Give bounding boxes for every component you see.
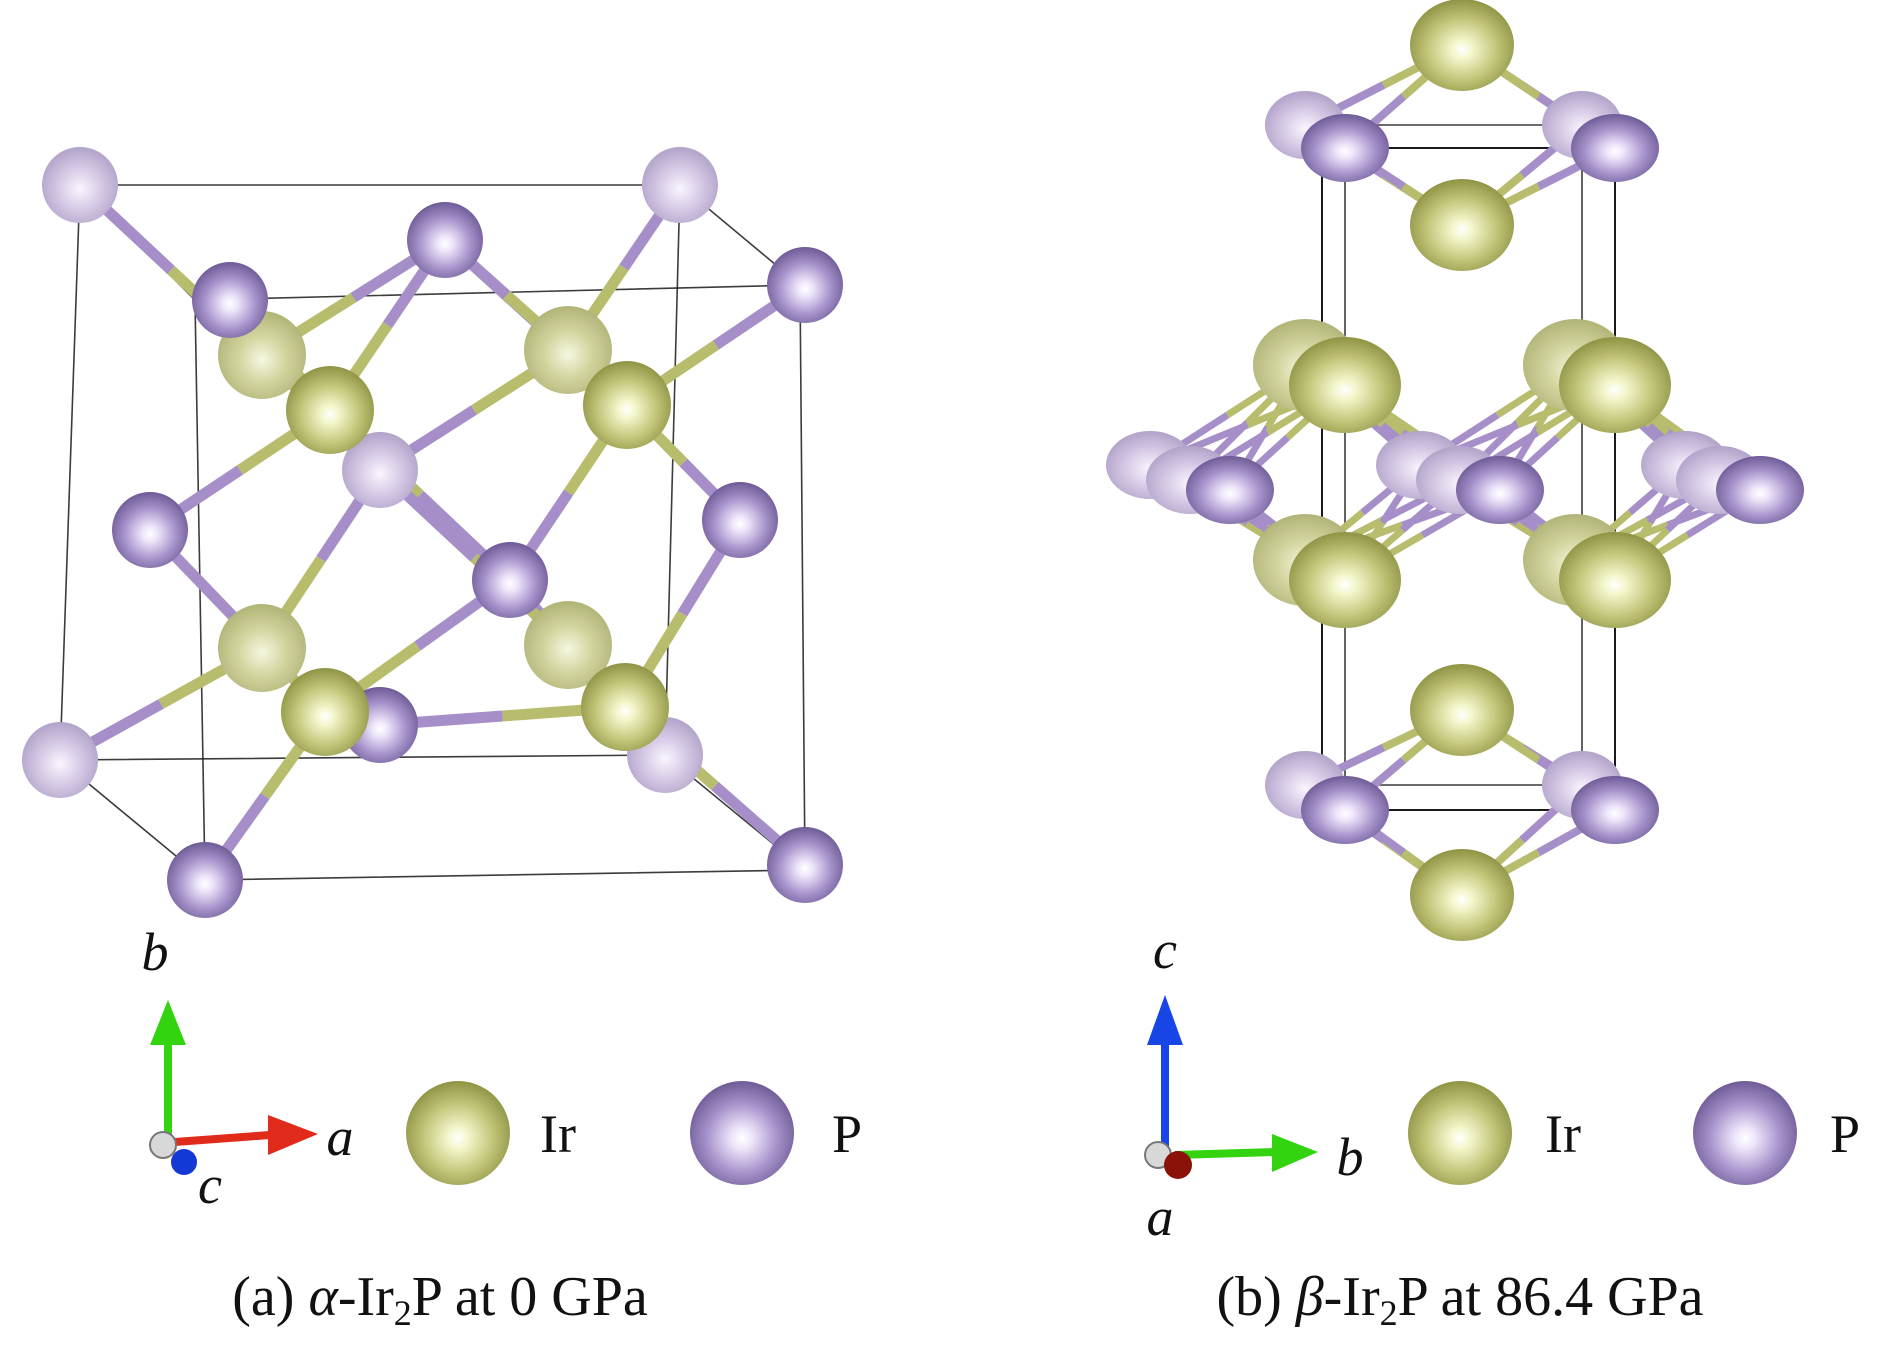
axis-right-arrowhead — [1272, 1134, 1318, 1172]
ir-atom — [583, 361, 671, 449]
legend-ir-label: Ir — [1545, 1104, 1581, 1164]
caption-element: -Ir — [1324, 1266, 1380, 1328]
p-atom — [22, 722, 98, 798]
panel-b-structure — [1106, 0, 1804, 941]
p-atom — [702, 482, 778, 558]
axis-out-dot — [171, 1149, 197, 1175]
caption-prefix: (b) — [1216, 1266, 1295, 1328]
ir-atom-icon — [406, 1081, 510, 1185]
axis-up-arrowhead — [150, 1000, 186, 1045]
p-atom — [642, 147, 718, 223]
p-atom — [1571, 776, 1659, 844]
panel-a-atoms — [22, 147, 843, 918]
axis-out-dot — [1164, 1151, 1192, 1179]
ir-atom — [218, 604, 306, 692]
panel-b-axis-indicator: c b a — [1144, 920, 1364, 1247]
ir-atom — [524, 601, 612, 689]
ir-atom — [1289, 532, 1401, 628]
p-atom — [767, 827, 843, 903]
ir-atom — [1410, 179, 1514, 271]
p-atom — [112, 492, 188, 568]
panel-b-caption: (b) β-Ir2P at 86.4 GPa — [1216, 1266, 1703, 1333]
p-atom-icon — [1693, 1081, 1797, 1185]
p-atom — [407, 202, 483, 278]
p-atom — [1301, 114, 1389, 182]
axis-up-label: b — [142, 922, 169, 982]
caption-phase-symbol: β — [1295, 1266, 1324, 1328]
caption-suffix: P at 0 GPa — [412, 1266, 648, 1328]
panel-b-legend: Ir P — [1408, 1081, 1860, 1185]
axis-right-arrow-shaft — [174, 1131, 271, 1146]
caption-phase-symbol: α — [308, 1266, 339, 1328]
ir-atom — [1289, 337, 1401, 433]
ir-atom — [581, 663, 669, 751]
p-atom — [42, 147, 118, 223]
panel-a-legend: Ir P — [406, 1081, 862, 1185]
panel-b-atoms — [1106, 0, 1804, 941]
ir-atom — [286, 366, 374, 454]
axis-right-label: a — [327, 1107, 354, 1167]
caption-suffix: P at 86.4 GPa — [1398, 1266, 1704, 1328]
ir-atom — [1559, 532, 1671, 628]
ir-atom — [1410, 849, 1514, 941]
ir-atom-icon — [1408, 1081, 1512, 1185]
caption-element: -Ir — [338, 1266, 394, 1328]
p-atom — [1186, 456, 1274, 524]
axis-out-label: a — [1147, 1187, 1174, 1247]
p-atom — [342, 432, 418, 508]
p-atom — [1716, 456, 1804, 524]
p-atom — [767, 247, 843, 323]
legend-ir-label: Ir — [540, 1104, 576, 1164]
axis-out-label: c — [198, 1155, 222, 1215]
panel-a-structure — [22, 147, 843, 918]
caption-subscript: 2 — [1380, 1293, 1398, 1333]
p-atom-icon — [690, 1081, 794, 1185]
axis-right-arrowhead — [268, 1115, 318, 1155]
axis-up-label: c — [1153, 920, 1177, 980]
axis-up-arrowhead — [1147, 995, 1183, 1045]
ir-atom — [1410, 664, 1514, 756]
p-atom — [1456, 456, 1544, 524]
ir-atom — [1559, 337, 1671, 433]
caption-subscript: 2 — [394, 1293, 412, 1333]
panel-a-axis-indicator: b a c — [142, 922, 354, 1215]
axis-right-arrow-shaft — [1174, 1148, 1276, 1159]
p-atom — [472, 542, 548, 618]
axis-right-label: b — [1337, 1127, 1364, 1187]
legend-p-label: P — [1830, 1104, 1860, 1164]
ir-atom — [1410, 0, 1514, 91]
p-atom — [1301, 776, 1389, 844]
panel-a-caption: (a) α-Ir2P at 0 GPa — [232, 1266, 648, 1333]
legend-p-label: P — [832, 1104, 862, 1164]
p-atom — [192, 262, 268, 338]
ir-atom — [281, 668, 369, 756]
ir-atom — [524, 306, 612, 394]
axis-origin-dot — [149, 1131, 177, 1159]
caption-prefix: (a) — [232, 1266, 308, 1328]
p-atom — [1571, 114, 1659, 182]
p-atom — [167, 842, 243, 918]
